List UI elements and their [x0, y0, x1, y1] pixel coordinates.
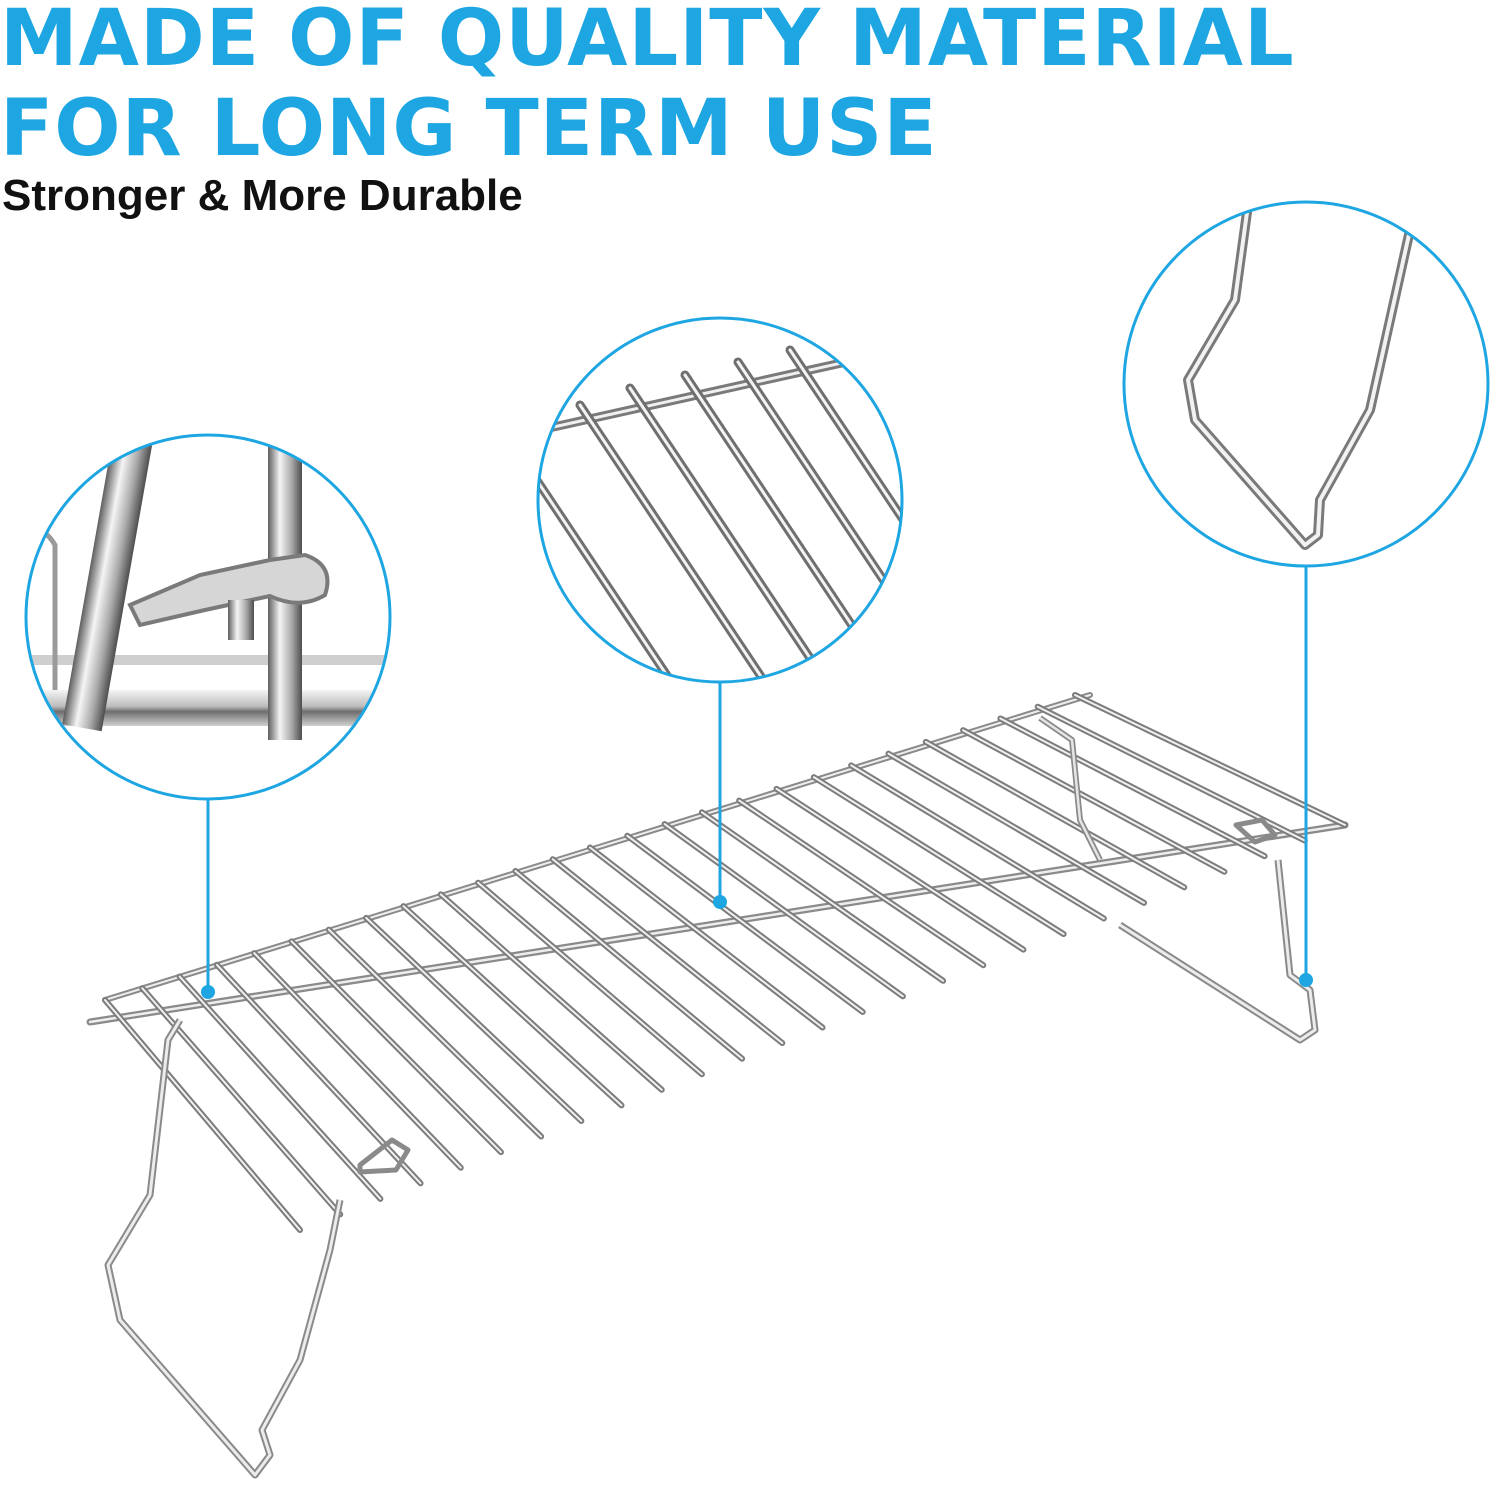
- closeup-rod: [538, 468, 732, 682]
- callout-leg-closeup: [1122, 200, 1490, 568]
- callout-hinge-closeup: [24, 433, 392, 801]
- headline-line-2: FOR LONG TERM USE: [0, 84, 938, 174]
- callout-anchor-dots: [201, 895, 1313, 999]
- rack-leg-right: [1038, 715, 1319, 1044]
- callout-connectors: [206, 567, 1308, 990]
- headline-line-1: MADE OF QUALITY MATERIAL: [0, 0, 1295, 84]
- closeup-rod: [788, 348, 902, 652]
- rack-grid: [86, 692, 1349, 1233]
- closeup-rod: [736, 360, 902, 664]
- closeup-rod: [628, 386, 832, 682]
- closeup-rod: [578, 403, 782, 682]
- subheadline: Stronger & More Durable: [2, 171, 523, 220]
- rack-leg-left: [104, 1018, 411, 1479]
- headline: MADE OF QUALITY MATERIAL FOR LONG TERM U…: [0, 0, 1295, 174]
- callout-grid-closeup: [536, 316, 904, 684]
